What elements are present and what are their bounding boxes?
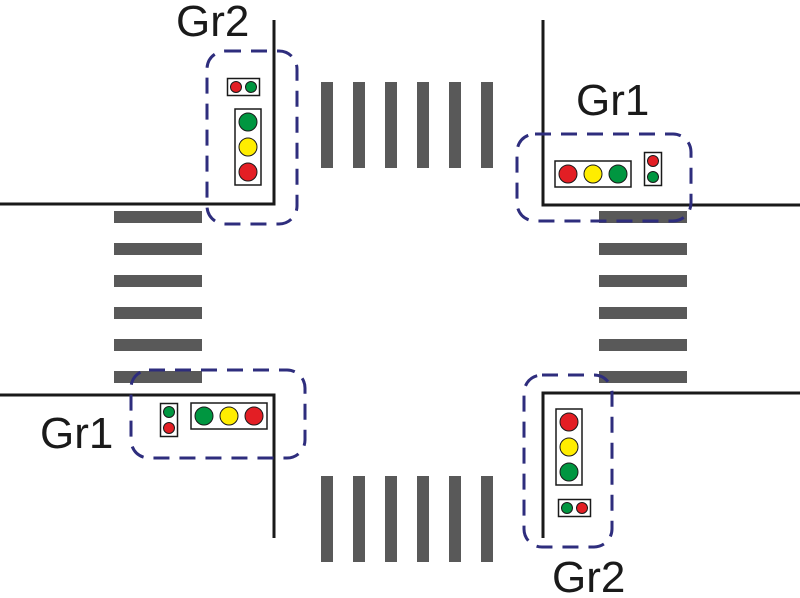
crosswalk-stripe bbox=[599, 339, 687, 351]
vehicle-signal-lamp-yellow bbox=[583, 164, 603, 184]
crosswalk-stripe bbox=[321, 82, 333, 168]
vehicle-signal-lamp-red bbox=[244, 406, 264, 426]
crosswalk-stripe bbox=[321, 476, 333, 562]
crosswalk-stripe bbox=[599, 243, 687, 255]
crosswalk-stripe bbox=[114, 275, 202, 287]
pedestrian-signal-lamp-red bbox=[163, 422, 175, 434]
crosswalk-stripe bbox=[599, 371, 687, 383]
vehicle-signal-lamp-red bbox=[558, 164, 578, 184]
group-outline-bottom-right bbox=[522, 373, 614, 549]
crosswalk-stripe bbox=[114, 243, 202, 255]
pedestrian-signal-lamp-red bbox=[576, 502, 588, 514]
crosswalk-stripe bbox=[481, 82, 493, 168]
signal-group-bottom-right bbox=[555, 408, 592, 518]
group-label-top-left: Gr2 bbox=[176, 0, 249, 46]
group-label-bottom-right: Gr2 bbox=[552, 553, 625, 598]
vehicle-signal-lamp-green bbox=[238, 112, 258, 132]
signal-group-top-right bbox=[554, 151, 663, 188]
vehicle-signal-lamp-yellow bbox=[238, 137, 258, 157]
crosswalk-stripe bbox=[353, 82, 365, 168]
crosswalk-stripe bbox=[114, 339, 202, 351]
crosswalk-stripe bbox=[417, 476, 429, 562]
crosswalk-right bbox=[599, 211, 687, 383]
vehicle-signal-lamp-green bbox=[608, 164, 628, 184]
signal-group-bottom-left bbox=[159, 402, 268, 438]
signal-group-top-left bbox=[226, 77, 262, 186]
group-outlines bbox=[129, 49, 693, 549]
crosswalk-stripe bbox=[114, 307, 202, 319]
group-outline-top-left bbox=[205, 49, 299, 226]
crosswalk-stripe bbox=[385, 82, 397, 168]
pedestrian-signal-lamp-green bbox=[163, 406, 175, 418]
crosswalk-stripe bbox=[353, 476, 365, 562]
vehicle-signal-lamp-yellow bbox=[559, 437, 579, 457]
pedestrian-signal-lamp-green bbox=[647, 171, 659, 183]
road-edges bbox=[0, 20, 800, 538]
pedestrian-signal-lamp-red bbox=[230, 81, 242, 93]
vehicle-signal-lamp-green bbox=[559, 462, 579, 482]
vehicle-signal-lamp-yellow bbox=[219, 406, 239, 426]
pedestrian-signal-lamp-green bbox=[561, 502, 573, 514]
road-edge-top-left bbox=[0, 20, 276, 206]
group-outline-bottom-left bbox=[129, 368, 307, 460]
road-edge-bottom-left bbox=[0, 393, 276, 538]
crosswalk-left bbox=[114, 211, 202, 383]
group-outline-top-right bbox=[515, 132, 693, 223]
crosswalk-stripe bbox=[599, 307, 687, 319]
crosswalk-stripe bbox=[385, 476, 397, 562]
vehicle-signal-lamp-green bbox=[194, 406, 214, 426]
road-edge-bottom-right bbox=[541, 391, 800, 538]
pedestrian-signal-lamp-red bbox=[647, 155, 659, 167]
vehicle-signal-lamp-red bbox=[238, 162, 258, 182]
vehicle-signal-lamp-red bbox=[559, 412, 579, 432]
crosswalk-bottom bbox=[321, 476, 493, 562]
crosswalk-stripe bbox=[599, 275, 687, 287]
crosswalk-stripe bbox=[449, 476, 461, 562]
crosswalk-stripe bbox=[114, 371, 202, 383]
crosswalk-stripe bbox=[114, 211, 202, 223]
group-label-bottom-left: Gr1 bbox=[40, 409, 113, 458]
road-edge-top-right bbox=[541, 20, 800, 207]
crosswalk-stripe bbox=[417, 82, 429, 168]
crosswalk-stripe bbox=[449, 82, 461, 168]
crosswalk-top bbox=[321, 82, 493, 168]
pedestrian-signal-lamp-green bbox=[245, 81, 257, 93]
group-label-top-right: Gr1 bbox=[576, 76, 649, 125]
crosswalk-stripe bbox=[481, 476, 493, 562]
